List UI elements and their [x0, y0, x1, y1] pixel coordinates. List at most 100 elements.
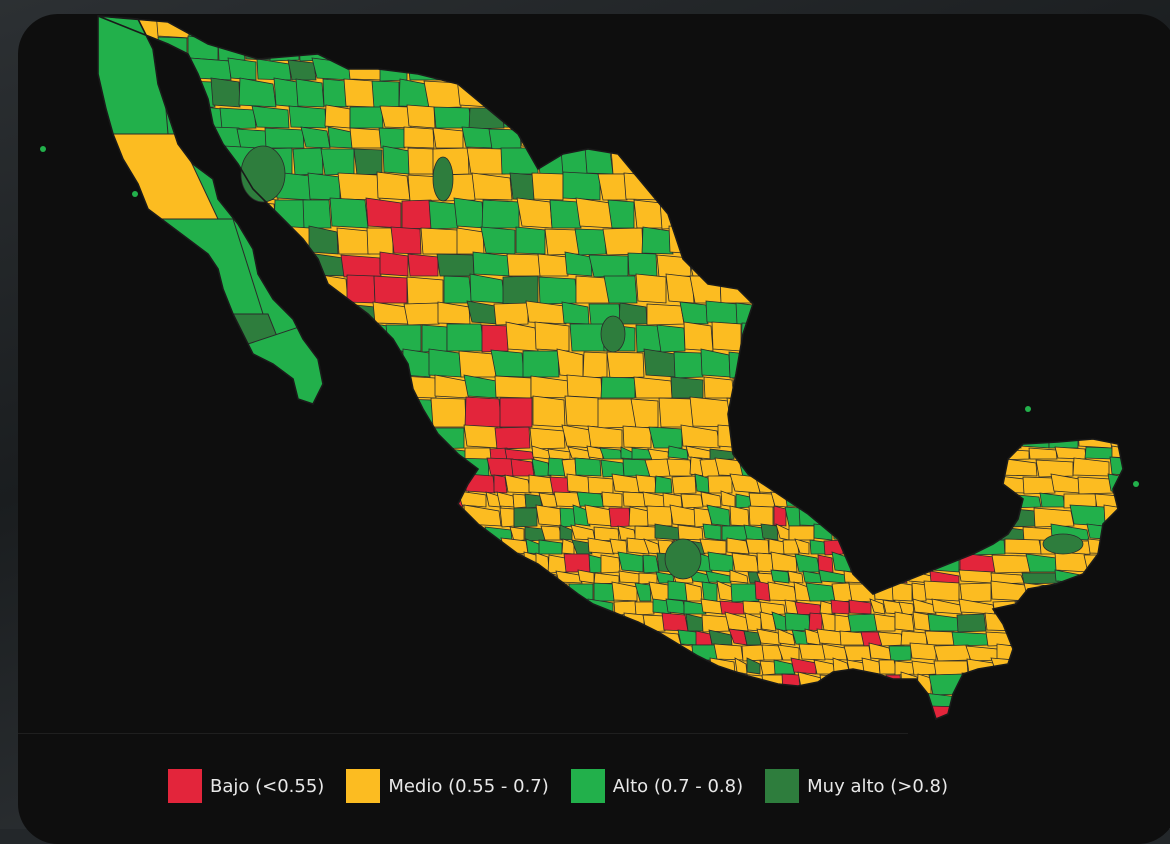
municipality-cell — [965, 59, 999, 81]
municipality-cell — [788, 525, 815, 541]
municipality-cell — [923, 580, 960, 602]
mexico-map[interactable] — [18, 14, 1170, 734]
municipality-cell — [687, 37, 723, 61]
municipality-cell — [456, 581, 491, 602]
municipality-cell — [680, 424, 721, 449]
municipality-cell — [612, 127, 640, 149]
municipality-cell — [1049, 254, 1084, 278]
municipality-cell — [984, 693, 1018, 709]
municipality-cell — [999, 276, 1029, 305]
municipality-cell — [1089, 376, 1123, 399]
municipality-cell — [789, 691, 816, 708]
municipality-cell — [306, 644, 342, 661]
municipality-cell — [542, 79, 585, 108]
municipality-cell — [191, 643, 224, 661]
municipality-cell — [611, 581, 638, 602]
municipality-cell — [702, 523, 722, 541]
municipality-cell — [892, 324, 927, 353]
municipality-cell — [382, 16, 419, 39]
municipality-cell — [791, 456, 817, 477]
municipality-cell — [210, 473, 241, 494]
municipality-cell — [730, 583, 760, 603]
municipality-cell — [862, 426, 899, 449]
municipality-cell — [212, 673, 248, 695]
municipality-cell — [873, 613, 896, 632]
municipality-cell — [1004, 721, 1034, 734]
municipality-cell — [368, 446, 401, 460]
municipality-cell — [908, 446, 928, 460]
municipality-cell — [1053, 227, 1088, 255]
municipality-cell — [1094, 128, 1123, 150]
municipality-cell — [277, 706, 313, 719]
municipality-cell — [252, 226, 282, 255]
municipality-cell — [962, 322, 994, 352]
municipality-cell — [1026, 350, 1063, 378]
municipality-cell — [1111, 693, 1123, 708]
municipality-cell — [746, 657, 761, 675]
municipality-cell — [992, 350, 1031, 378]
municipality-cell — [362, 672, 393, 695]
municipality-cell — [530, 583, 558, 603]
legend-item-muy-alto: Muy alto (>0.8) — [765, 769, 948, 803]
municipality-cell — [926, 377, 967, 400]
municipality-cell — [368, 692, 395, 708]
municipality-cell — [210, 77, 241, 108]
municipality-cell — [868, 707, 895, 719]
municipality-cell — [667, 445, 689, 460]
municipality-cell — [852, 672, 871, 695]
municipality-cell — [158, 397, 183, 428]
municipality-cell — [918, 506, 947, 527]
municipality-cell — [347, 377, 379, 400]
municipality-cell — [181, 552, 222, 573]
municipality-cell — [227, 57, 257, 81]
municipality-cell — [702, 673, 725, 695]
municipality-cell — [827, 16, 865, 39]
municipality-cell — [509, 571, 536, 584]
municipality-cell — [738, 146, 767, 175]
municipality-cell — [393, 692, 419, 708]
municipality-cell — [247, 16, 289, 39]
municipality-cell — [403, 506, 441, 527]
municipality-cell — [821, 397, 859, 429]
municipality-cell — [264, 127, 305, 149]
municipality-cell — [287, 59, 317, 81]
municipality-cell — [219, 107, 257, 130]
municipality-cell — [569, 323, 607, 352]
municipality-cell — [559, 507, 576, 528]
municipality-cell — [344, 303, 379, 326]
municipality-cell — [880, 446, 900, 460]
municipality-cell — [894, 611, 915, 632]
municipality-cell — [444, 538, 477, 555]
baja-outline — [97, 15, 324, 405]
municipality-cell — [1116, 523, 1123, 541]
municipality-cell — [1091, 145, 1123, 175]
municipality-cell — [1058, 173, 1089, 201]
legend-item-medio: Medio (0.55 - 0.7) — [346, 769, 549, 803]
municipality-cell — [1021, 302, 1060, 325]
municipality-cell — [1088, 705, 1113, 719]
municipality-cell — [299, 600, 339, 616]
municipality-cell — [1054, 446, 1087, 460]
municipality-cell — [1056, 301, 1086, 325]
municipality-cell — [368, 427, 398, 450]
municipality-cell — [669, 80, 705, 109]
municipality-cell — [680, 493, 704, 509]
municipality-cell — [307, 490, 341, 508]
municipality-cell — [1058, 722, 1089, 734]
municipality-cell — [721, 671, 741, 695]
municipality-cell — [661, 35, 692, 61]
municipality-cell — [849, 276, 885, 305]
municipality-cell — [923, 721, 956, 734]
municipality-cell — [553, 491, 582, 508]
municipality-cell — [1073, 397, 1115, 428]
municipality-cell — [312, 707, 347, 719]
municipality-cell — [587, 537, 615, 555]
municipality-cell — [474, 16, 505, 40]
municipality-cell — [788, 251, 818, 277]
municipality-cell — [305, 505, 339, 527]
municipality-cell — [1048, 658, 1081, 675]
municipality-cell — [582, 351, 608, 379]
municipality-cell — [764, 445, 785, 460]
municipality-cell — [996, 643, 1032, 661]
municipality-cell — [606, 351, 645, 379]
